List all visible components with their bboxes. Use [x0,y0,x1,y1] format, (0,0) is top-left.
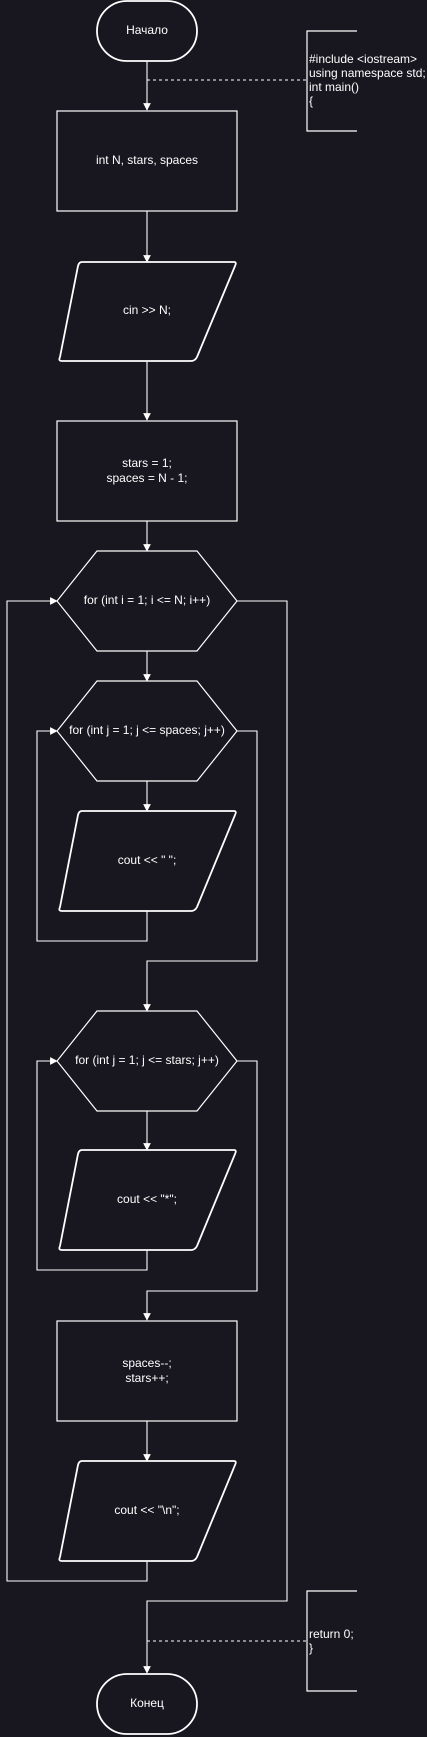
loop-spaces-label: for (int j = 1; j <= spaces; j++) [69,723,225,737]
update-line2: stars++; [125,1371,168,1385]
note-top-line4: { [309,94,313,108]
edge-loopstars-exit [143,1060,258,1321]
edge-loopi-exit [143,600,288,1674]
update-line1: spaces--; [122,1356,171,1370]
edge-loopspaces-exit [143,730,258,1012]
edge-outstar-back [36,1057,148,1271]
update-process: spaces--; stars++; [56,1320,238,1422]
edge-outnewline-back [6,597,148,1582]
decl-process: int N, stars, spaces [56,110,238,212]
input-io: cin >> N; [58,261,237,362]
connectors [6,61,307,1674]
loop-spaces-hexagon: for (int j = 1; j <= spaces; j++) [56,680,238,782]
loop-stars-label: for (int j = 1; j <= stars; j++) [75,1053,219,1067]
init-process: stars = 1; spaces = N - 1; [56,420,238,522]
init-line1: stars = 1; [122,456,172,470]
out-star-label: cout << "*"; [117,1192,177,1206]
note-bottom: return 0; } [306,1590,357,1692]
out-star-io: cout << "*"; [58,1149,237,1251]
out-newline-label: cout << "\n"; [114,1503,179,1517]
init-line2: spaces = N - 1; [106,471,187,485]
out-newline-io: cout << "\n"; [58,1460,237,1562]
end-label: Конец [130,1696,164,1710]
note-top-line2: using namespace std; [309,66,426,80]
note-top-line3: int main() [309,80,359,94]
start-label: Начало [126,23,168,37]
start-terminator: Начало [96,0,198,62]
note-bottom-line2: } [309,1641,313,1655]
loop-i-hexagon: for (int i = 1; i <= N; i++) [56,550,238,652]
out-space-io: cout << " "; [58,810,237,912]
edge-outspace-back [36,727,148,942]
loop-stars-hexagon: for (int j = 1; j <= stars; j++) [56,1010,238,1112]
note-top-line1: #include <iostream> [309,52,417,66]
out-space-label: cout << " "; [118,853,177,867]
note-bottom-line1: return 0; [309,1627,354,1641]
decl-label: int N, stars, spaces [96,153,198,167]
loop-i-label: for (int i = 1; i <= N; i++) [84,593,210,607]
input-label: cin >> N; [123,303,171,317]
end-terminator: Конец [96,1673,198,1735]
note-top: #include <iostream> using namespace std;… [306,30,426,132]
